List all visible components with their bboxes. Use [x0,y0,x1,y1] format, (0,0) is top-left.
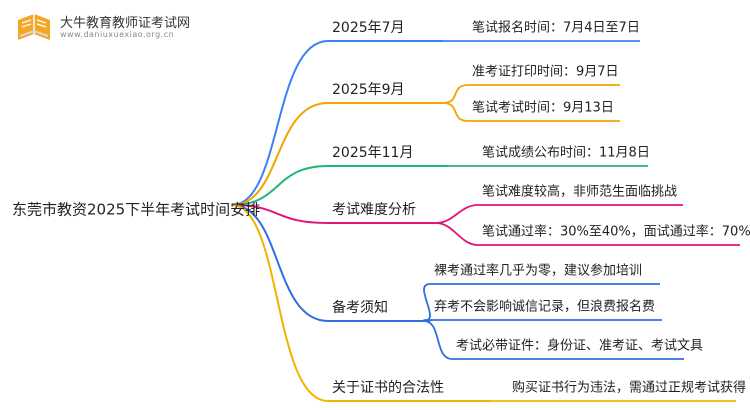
branch-link [231,165,329,206]
leaf-label: 笔试难度较高，非师范生面临挑战 [482,184,677,200]
branch-link [231,204,329,402]
mind-map-links [231,40,740,402]
branch-link [231,40,329,206]
branch-label: 考试难度分析 [332,202,416,218]
branch-link [231,204,329,322]
branch-label: 2025年11月 [332,145,413,161]
leaf-label: 购买证书行为违法，需通过正规考试获得 [512,380,746,396]
leaf-link [435,222,479,246]
leaf-link [423,320,453,360]
mind-map-nodes: 东莞市教资2025下半年考试时间安排 2025年7月 笔试报名时间：7月4日至7日… [12,20,750,397]
leaf-label: 裸考通过率几乎为零，建议参加培训 [434,263,642,279]
leaf-label: 笔试通过率：30%至40%，面试通过率：70% [482,224,750,240]
leaf-label: 笔试考试时间：9月13日 [472,100,614,116]
leaf-link [442,84,469,104]
book-logo-icon [18,14,50,40]
leaf-label: 考试必带证件：身份证、准考证、考试文具 [456,338,703,354]
branch-label: 关于证书的合法性 [332,380,444,396]
branch-label: 2025年9月 [332,82,405,98]
brand-url: www.daniuxuexiao.org.cn [60,30,175,39]
leaf-label: 笔试报名时间：7月4日至7日 [472,20,640,36]
leaf-link [442,102,469,122]
leaf-link [423,283,431,322]
branch-label: 2025年7月 [332,20,405,36]
leaf-label: 笔试成绩公布时间：11月8日 [482,145,650,161]
leaf-label: 准考证打印时间：9月7日 [472,65,619,80]
branch-link [231,204,329,224]
brand-name: 大牛教育教师证考试网 [60,16,191,31]
root-node-label: 东莞市教资2025下半年考试时间安排 [12,201,260,219]
leaf-link [435,204,479,224]
branch-link [231,102,329,206]
brand-logo: 大牛教育教师证考试网 www.daniuxuexiao.org.cn [14,10,324,44]
leaf-label: 弃考不会影响诚信记录，但浪费报名费 [434,299,655,315]
branch-label: 备考须知 [332,299,388,316]
